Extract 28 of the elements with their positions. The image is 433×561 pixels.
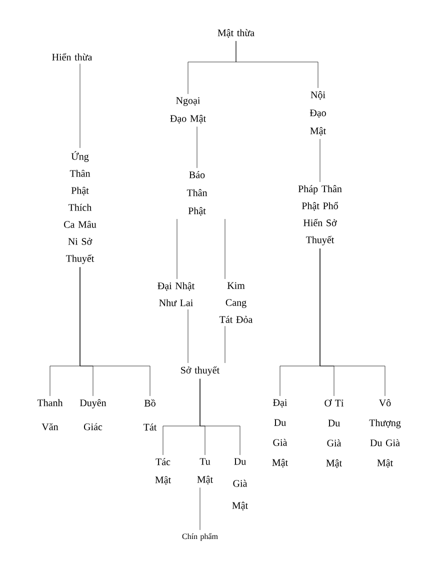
tree-label: Chín phẩm [182, 533, 218, 541]
tree-label: Kim Cang Tát Đỏa [220, 282, 253, 323]
connector-line [200, 378, 240, 456]
tree-label: Ơ Tỉ Du Già Mật [324, 399, 344, 468]
tree-label: Hiển thừa [52, 53, 92, 61]
tree-label: Nội Đạo Mật [310, 91, 326, 136]
tree-label: Báo Thân Phật [186, 171, 208, 216]
connector-line [176, 218, 178, 280]
connector-line [320, 248, 386, 396]
tree-label: Mật thừa [218, 29, 254, 38]
tree-label: Đại Nhật Như Lai [158, 282, 195, 306]
connector-line [80, 266, 150, 396]
tree-label: Đại Du Già Mật [272, 399, 288, 468]
connector-line [236, 40, 318, 88]
tree-label: Pháp Thân Phật Phổ Hiển Sở Thuyết [298, 185, 342, 246]
tree-label: Tác Mật [155, 458, 171, 485]
tree-label: Du Già Mật [232, 458, 248, 510]
tree-label: Bồ Tát [144, 399, 157, 431]
connector-line [224, 326, 226, 364]
tree-label: Ứng Thân Phật Thích Ca Mâu Ni Sở Thuyết [64, 151, 96, 264]
tree-label: Thanh Văn [37, 399, 63, 430]
tree-label: Tu Mật [197, 458, 213, 484]
tree-label: Ngoại Đạo Mật [170, 97, 206, 124]
connector-line [224, 218, 226, 280]
tree-label: Duyên Giác [80, 399, 106, 430]
tree-label: Vô Thượng Du Già Mật [369, 399, 401, 468]
connector-line [196, 126, 198, 168]
tree-label: Sở thuyết [181, 366, 220, 376]
